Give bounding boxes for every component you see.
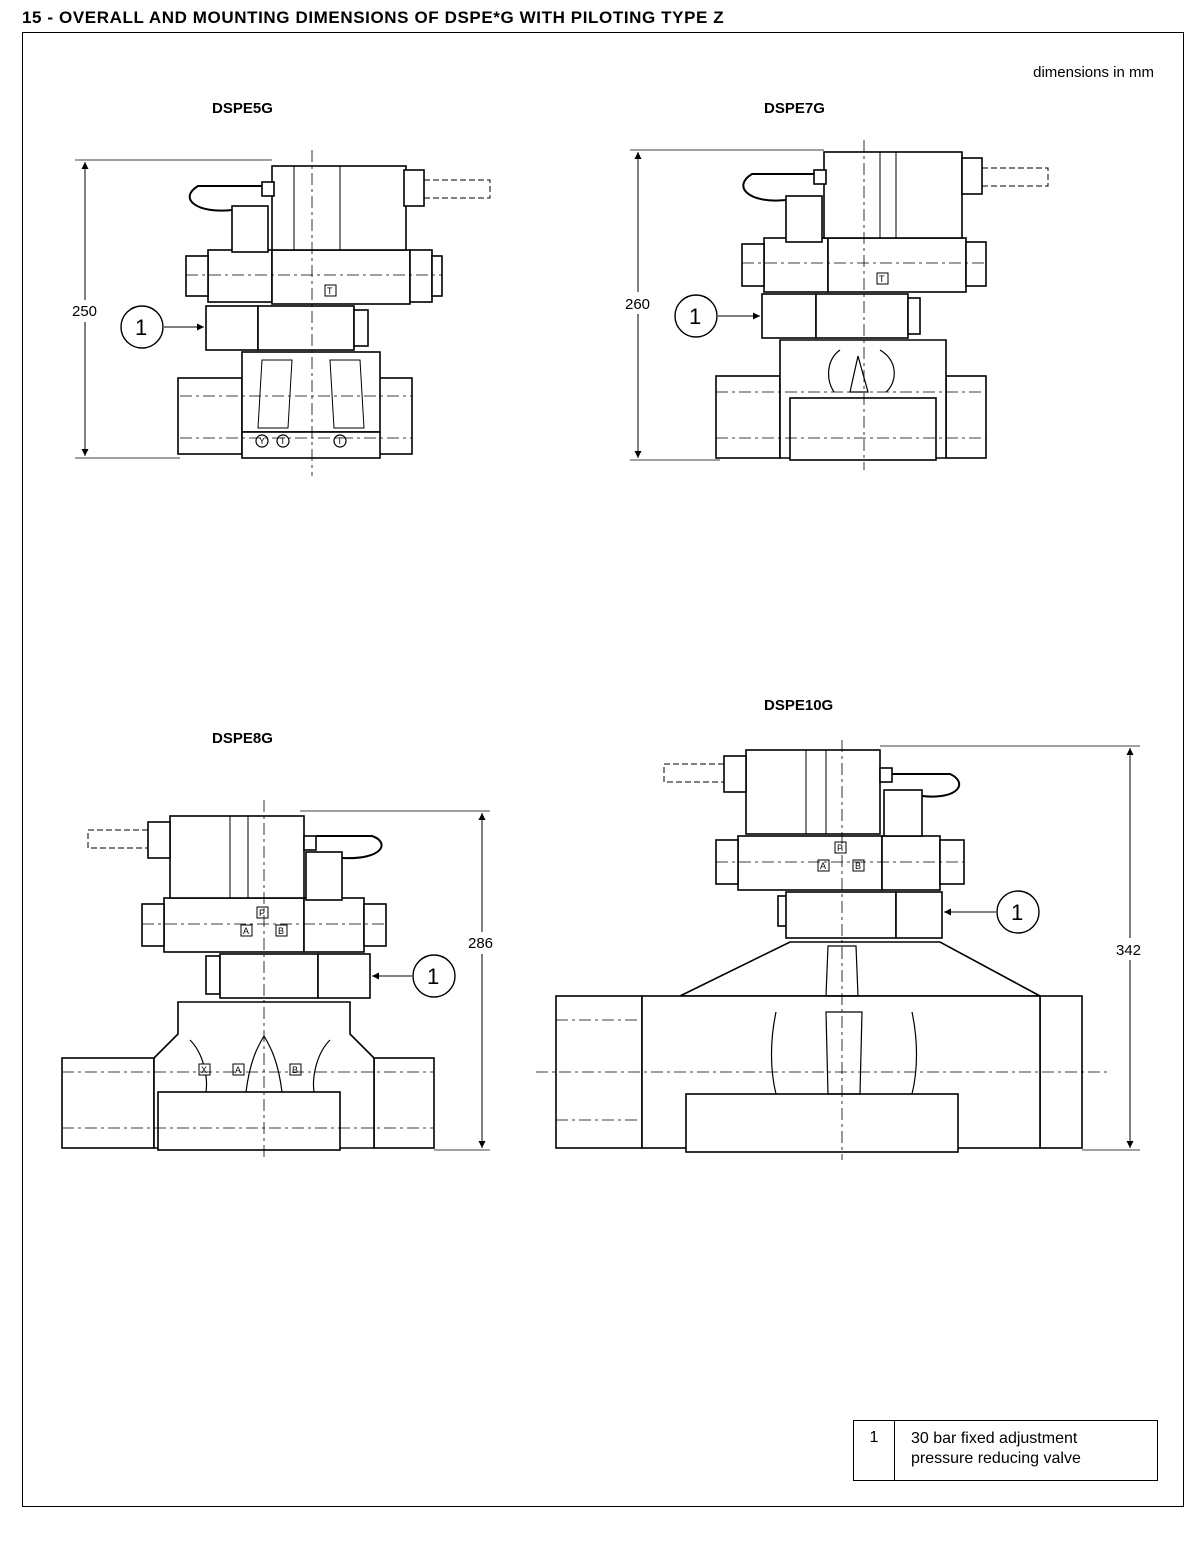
legend-row-number: 1 — [854, 1421, 895, 1480]
drawing-dspe7g: 260 T 1 — [618, 140, 1049, 470]
dim-dspe5g: 250 — [72, 303, 97, 320]
legend-description-line-2: pressure reducing valve — [911, 1450, 1081, 1467]
units-note: dimensions in mm — [1033, 64, 1154, 81]
port-b-pilot-dspe8g: B — [278, 926, 284, 936]
callout-1-dspe5g: 1 — [135, 315, 147, 340]
dim-dspe7g: 260 — [625, 296, 650, 313]
callout-1-dspe8g: 1 — [427, 964, 439, 989]
view-label-dspe7g: DSPE7G — [764, 100, 825, 117]
legend-table: 1 30 bar fixed adjustment pressure reduc… — [853, 1420, 1158, 1481]
port-p-dspe10g: P — [837, 843, 843, 853]
port-b-dspe10g: B — [855, 861, 861, 871]
callout-1-dspe7g: 1 — [689, 304, 701, 329]
port-t-pilot-dspe5g: T — [327, 286, 333, 296]
view-label-dspe8g: DSPE8G — [212, 730, 273, 747]
port-b-dspe8g: B — [292, 1065, 298, 1075]
drawing-frame — [22, 32, 1184, 1507]
legend-row-description: 30 bar fixed adjustment pressure reducin… — [895, 1421, 1081, 1480]
dim-dspe10g: 342 — [1116, 942, 1141, 959]
port-y-dspe5g: Y — [259, 436, 265, 446]
drawing-dspe10g: 342 P A B — [536, 740, 1156, 1160]
view-label-dspe5g: DSPE5G — [212, 100, 273, 117]
legend-description-line-1: 30 bar fixed adjustment — [911, 1430, 1078, 1447]
port-p-dspe8g: P — [259, 908, 265, 918]
port-t-pilot-dspe7g: T — [879, 274, 885, 284]
dim-dspe8g: 286 — [468, 935, 493, 952]
port-t2-dspe5g: T — [337, 436, 343, 446]
port-a-pilot-dspe8g: A — [243, 926, 249, 936]
port-t-dspe5g: T — [280, 436, 286, 446]
drawing-dspe8g: 286 X A B P A B — [61, 800, 508, 1160]
port-x-dspe8g: X — [201, 1065, 207, 1075]
port-a-dspe8g: A — [235, 1065, 241, 1075]
port-a-dspe10g: A — [820, 861, 826, 871]
view-label-dspe10g: DSPE10G — [764, 697, 834, 714]
section-title: 15 - OVERALL AND MOUNTING DIMENSIONS OF … — [22, 8, 725, 27]
callout-1-dspe10g: 1 — [1011, 900, 1023, 925]
drawing-dspe5g: 250 Y T T T — [60, 150, 491, 476]
